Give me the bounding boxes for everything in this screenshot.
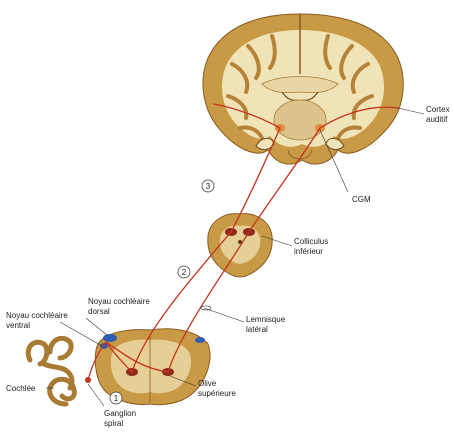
cochlea-drawing xyxy=(25,335,77,407)
contralateral-cochlear-nucleus xyxy=(195,337,205,343)
leader-ganglion xyxy=(87,383,105,407)
leader-cgm xyxy=(319,129,349,193)
pathway-ascending-left xyxy=(131,231,232,373)
step-marker-2-text: 2 xyxy=(182,268,187,277)
cochlea-spiral xyxy=(47,376,77,407)
label-colliculus: Colliculus inférieur xyxy=(294,237,330,256)
pathway-cgm-to-cortex-left xyxy=(213,103,281,129)
brain-coronal-section xyxy=(202,13,404,165)
step-marker-1-text: 1 xyxy=(114,394,119,403)
semicircular-canal-2 xyxy=(47,335,74,361)
step-marker-3: 3 xyxy=(201,179,215,193)
label-noyau-ventral: Noyau cochléaire ventral xyxy=(6,311,70,330)
pathway-cochlea-to-nucleus xyxy=(87,341,107,381)
auditory-pathway xyxy=(87,103,399,381)
label-cochlee: Cochlée xyxy=(6,384,36,393)
leader-olive xyxy=(169,375,197,387)
hippocampus-left xyxy=(255,137,275,151)
lemnisque-marker xyxy=(200,305,212,311)
label-lemnisque: Lemnisque latéral xyxy=(246,315,287,334)
label-leader-lines xyxy=(46,107,425,407)
leader-noyau-dorsal xyxy=(85,317,109,337)
medulla-section xyxy=(94,328,211,406)
semicircular-canal-1 xyxy=(25,339,50,367)
corpus-callosum xyxy=(261,76,339,94)
pathway-colliculus-to-cgm-right xyxy=(248,127,321,233)
pathway-ascending-right xyxy=(167,231,250,373)
label-cortex-auditif: Cortex auditif xyxy=(426,105,452,124)
label-olive: Olive supérieure xyxy=(198,379,236,398)
vestibule xyxy=(41,361,75,391)
dorsal-cochlear-nucleus xyxy=(103,334,117,342)
pathway-ipsilateral-olive xyxy=(105,341,133,373)
thalamus xyxy=(273,99,327,141)
leader-colliculus xyxy=(261,235,293,247)
pathway-medulla-crossing xyxy=(105,341,169,373)
medulla-inner xyxy=(110,339,192,394)
leader-cortex xyxy=(397,107,425,115)
label-cgm: CGM xyxy=(352,195,371,204)
pathway-cgm-to-cortex-right xyxy=(319,106,399,129)
label-noyau-dorsal: Noyau cochléaire dorsal xyxy=(88,297,152,316)
cortical-gyri xyxy=(226,34,374,140)
pathway-colliculus-to-cgm-left xyxy=(230,127,281,233)
step-marker-2: 2 xyxy=(177,265,191,279)
leader-lemnisque xyxy=(203,307,245,323)
step-marker-1: 1 xyxy=(109,391,123,405)
step-marker-3-text: 3 xyxy=(206,182,211,191)
leader-noyau-ventral xyxy=(59,321,103,347)
label-ganglion: Ganglion spiral xyxy=(104,409,138,428)
aqueduct xyxy=(238,240,242,244)
